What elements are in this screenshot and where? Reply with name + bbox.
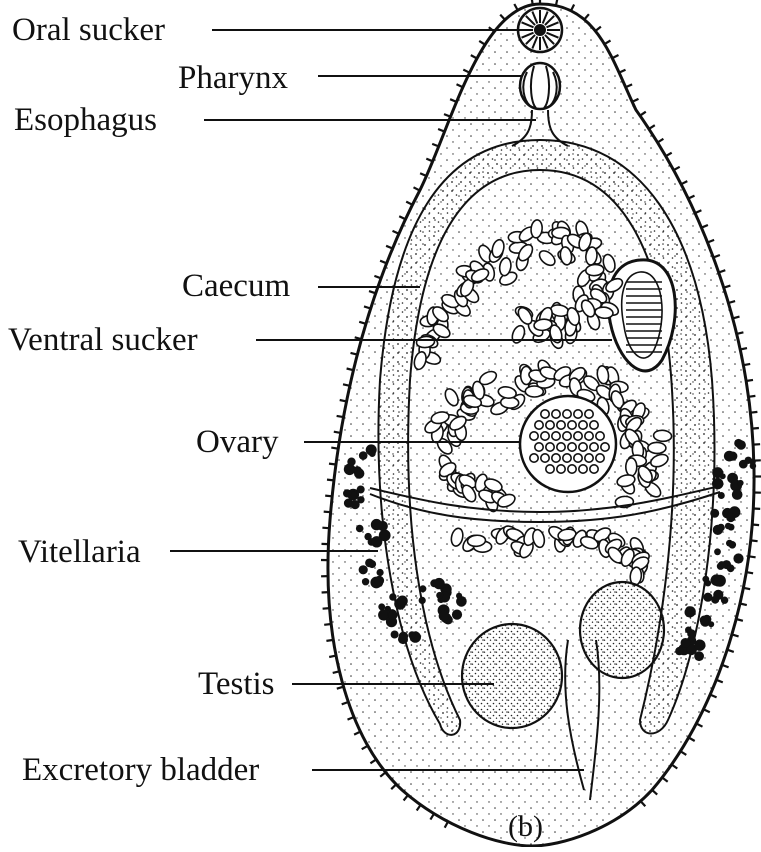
vitelline-follicle [720,473,726,479]
vitelline-follicle [356,525,364,533]
vitelline-follicle [364,533,371,540]
oral-sucker [518,8,562,52]
vitelline-follicle [736,440,746,450]
vitelline-follicle [712,478,723,489]
vitelline-follicle [359,451,368,460]
vitelline-follicle [675,647,683,655]
vitelline-follicle [727,564,735,572]
vitelline-follicle [717,524,725,532]
vitelline-follicle [419,585,426,592]
vitelline-follicle [398,634,408,644]
vitelline-follicle [733,553,743,563]
vitelline-follicle [700,616,709,625]
vitelline-follicle [397,596,408,607]
vitelline-follicle [703,593,712,602]
vitelline-follicle [439,611,449,621]
vitelline-follicle [718,492,725,499]
vitelline-follicle [359,565,368,574]
label-oral-sucker: Oral sucker [12,12,165,48]
label-ventral-sucker: Ventral sucker [8,322,198,358]
testis-right [580,582,664,678]
vitelline-follicle [714,575,726,587]
vitelline-follicle [351,491,357,497]
panel-label: (b) [508,810,543,843]
vitelline-follicle [375,576,385,586]
vitelline-follicle [721,597,728,604]
vitelline-follicle [419,597,426,604]
vitelline-follicle [357,486,365,494]
vitelline-follicle [365,559,374,568]
vitelline-follicle [354,468,364,478]
vitelline-follicle [378,603,385,610]
vitelline-follicle [694,640,705,651]
vitelline-follicle [388,610,397,619]
egg [653,430,672,442]
egg [648,442,666,453]
vitelline-follicle [389,593,396,600]
vitelline-follicle [729,541,737,549]
vitelline-follicle [711,596,719,604]
vitelline-follicle [371,536,382,547]
label-esophagus: Esophagus [14,102,157,138]
vitelline-follicle [433,578,444,589]
label-testis: Testis [198,666,275,702]
label-caecum: Caecum [182,268,290,304]
egg [626,458,637,476]
vitelline-follicle [705,580,711,586]
vitelline-follicle [377,569,384,576]
vitelline-follicle [371,519,382,530]
vitelline-follicle [726,513,735,522]
testis-left [462,624,562,728]
vitelline-follicle [362,578,369,585]
vitelline-follicle [728,524,735,531]
vitelline-follicle [351,500,360,509]
pharynx [520,63,560,109]
vitelline-follicle [718,561,726,569]
label-vitellaria: Vitellaria [18,534,141,570]
vitelline-follicle [456,596,467,607]
vitelline-follicle [344,500,351,507]
vitelline-follicle [343,489,351,497]
ovary [520,396,616,492]
vitelline-follicle [408,631,415,638]
vitelline-follicle [714,548,721,555]
vitelline-follicle [710,509,719,518]
vitelline-follicle [724,451,735,462]
label-pharynx: Pharynx [178,60,288,96]
vitelline-follicle [687,629,696,638]
vitelline-follicle [681,638,691,648]
label-ovary: Ovary [196,424,279,460]
vitelline-follicle [452,610,462,620]
vitelline-follicle [369,450,376,457]
vitelline-follicle [739,460,748,469]
vitelline-follicle [732,489,743,500]
vitelline-follicle [708,621,714,627]
vitelline-follicle [347,458,355,466]
vitelline-follicle [391,631,399,639]
vitelline-follicle [685,606,696,617]
label-excretory-bladder: Excretory bladder [22,752,259,788]
vitelline-follicle [344,467,350,473]
vitelline-follicle [436,592,443,599]
vitelline-follicle [737,480,743,486]
